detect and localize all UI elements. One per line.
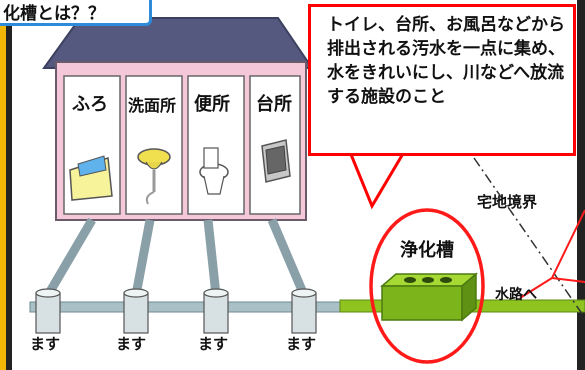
masu-chamber-4 (291, 288, 317, 334)
masu-chamber-3 (203, 288, 229, 334)
waterway-label: 水路へ (495, 287, 537, 303)
room-kitchen (249, 75, 301, 215)
highlight-circle (369, 208, 485, 364)
explanation-callout: トイレ、台所、お風呂などから排出される汚水を一点に集め、水をきれいにし、川などへ… (308, 4, 576, 156)
septic-tank-label: 浄化槽 (400, 240, 454, 261)
room-label-washroom: 洗面所 (128, 96, 177, 115)
septic-tank-icon (379, 272, 479, 322)
explanation-text: トイレ、台所、お風呂などから排出される汚水を一点に集め、水をきれいにし、川などへ… (327, 15, 565, 107)
room-label-kitchen: 台所 (256, 94, 292, 115)
left-border (6, 0, 12, 370)
room-label-toilet: 便所 (194, 94, 230, 115)
room-label-bath: ふろ (72, 94, 108, 115)
room-washroom (125, 75, 183, 215)
callout-pointer (347, 150, 407, 210)
masu-chamber-2 (123, 288, 149, 334)
right-border (577, 0, 585, 370)
property-boundary-label: 宅地境界 (477, 193, 538, 211)
masu-label-2: ます (116, 335, 147, 353)
masu-label-4: ます (286, 335, 317, 353)
masu-chamber-1 (35, 288, 61, 334)
left-accent-bar (0, 0, 6, 370)
masu-label-1: ます (30, 335, 61, 353)
property-boundary-line (473, 157, 585, 319)
page-title: 化槽とは？？ (0, 0, 152, 26)
masu-label-3: ます (198, 335, 229, 353)
